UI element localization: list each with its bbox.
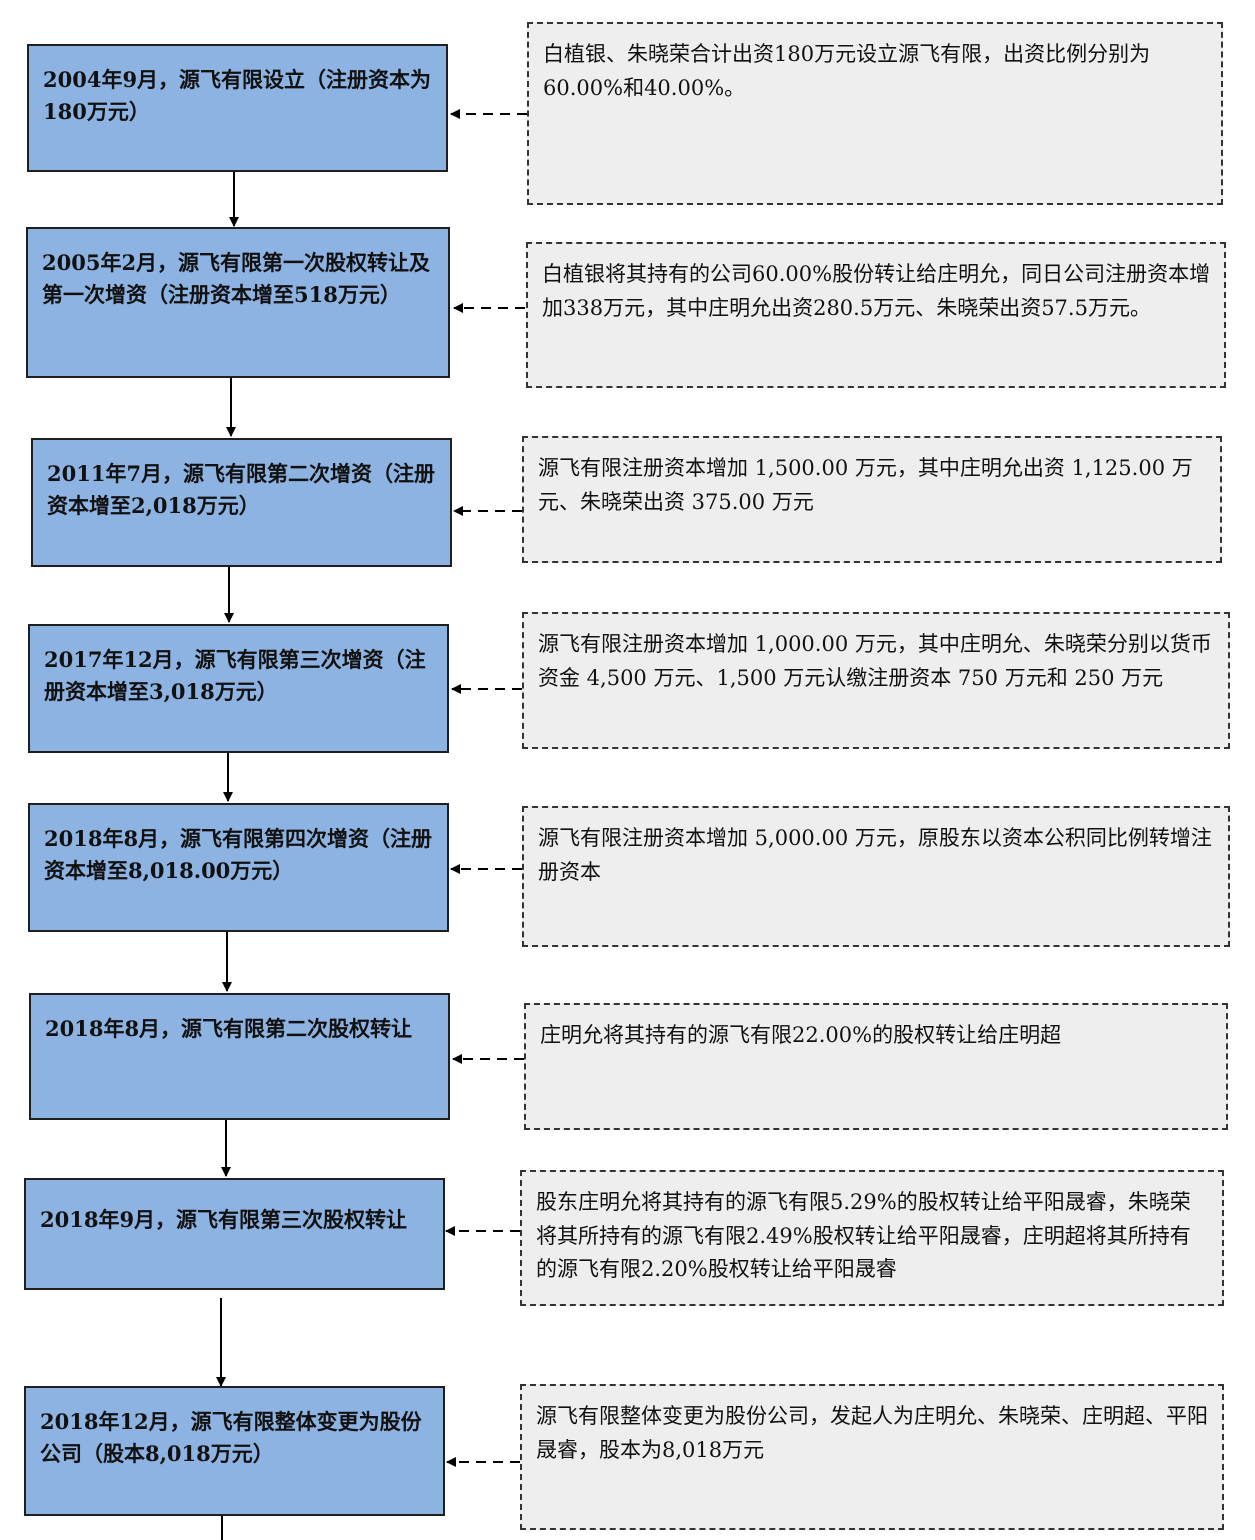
- note-box-5: 源飞有限注册资本增加 5,000.00 万元，原股东以资本公积同比例转增注册资本: [522, 806, 1230, 947]
- stage-box-7: 2018年9月，源飞有限第三次股权转让: [24, 1178, 445, 1290]
- stage-box-1: 2004年9月，源飞有限设立（注册资本为180万元）: [27, 44, 448, 172]
- stage-box-4: 2017年12月，源飞有限第三次增资（注册资本增至3,018万元）: [28, 624, 449, 753]
- note-box-1: 白植银、朱晓荣合计出资180万元设立源飞有限，出资比例分别为60.00%和40.…: [527, 22, 1223, 205]
- stage-box-5: 2018年8月，源飞有限第四次增资（注册资本增至8,018.00万元）: [28, 803, 449, 932]
- stage-box-2: 2005年2月，源飞有限第一次股权转让及第一次增资（注册资本增至518万元）: [26, 227, 450, 378]
- note-box-4: 源飞有限注册资本增加 1,000.00 万元，其中庄明允、朱晓荣分别以货币资金 …: [522, 612, 1230, 749]
- stage-box-8: 2018年12月，源飞有限整体变更为股份公司（股本8,018万元）: [24, 1386, 445, 1516]
- note-box-3: 源飞有限注册资本增加 1,500.00 万元，其中庄明允出资 1,125.00 …: [522, 436, 1222, 563]
- note-box-6: 庄明允将其持有的源飞有限22.00%的股权转让给庄明超: [524, 1003, 1228, 1130]
- stage-box-6: 2018年8月，源飞有限第二次股权转让: [29, 993, 450, 1120]
- stage-box-3: 2011年7月，源飞有限第二次增资（注册资本增至2,018万元）: [31, 438, 452, 567]
- note-box-7: 股东庄明允将其持有的源飞有限5.29%的股权转让给平阳晟睿，朱晓荣将其所持有的源…: [520, 1170, 1224, 1306]
- note-box-2: 白植银将其持有的公司60.00%股份转让给庄明允，同日公司注册资本增加338万元…: [526, 242, 1226, 388]
- note-box-8: 源飞有限整体变更为股份公司，发起人为庄明允、朱晓荣、庄明超、平阳晟睿，股本为8,…: [520, 1384, 1224, 1530]
